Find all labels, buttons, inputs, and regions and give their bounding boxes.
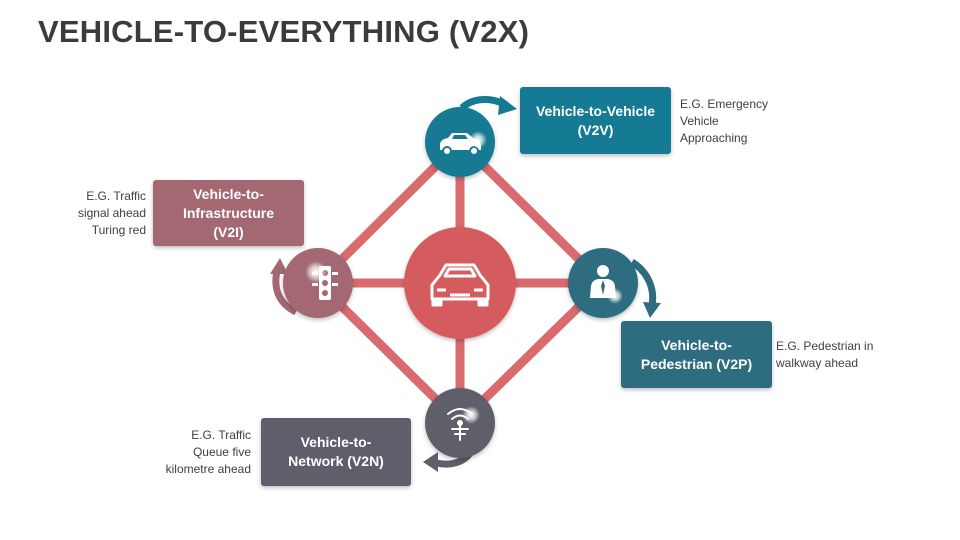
v2p-note: E.G. Pedestrian in walkway ahead (776, 338, 873, 372)
v2v-note: E.G. Emergency Vehicle Approaching (680, 96, 768, 147)
v2v-note-line2: Vehicle (680, 114, 719, 128)
v2n-label-box: Vehicle-to- Network (V2N) (261, 418, 411, 486)
v2n-note-line1: E.G. Traffic (191, 428, 251, 442)
v2p-label-line1: Vehicle-to- (661, 336, 732, 353)
person-icon (590, 265, 616, 298)
v2p-note-line1: E.G. Pedestrian in (776, 339, 874, 353)
v2v-note-line1: E.G. Emergency (680, 97, 769, 111)
v2v-node (425, 107, 495, 177)
v2n-label-line1: Vehicle-to- (300, 434, 372, 450)
v2n-note-line3: kilometre ahead (165, 462, 251, 476)
v2v-label-line2: (V2V) (577, 121, 614, 138)
arrow-v2p (629, 259, 657, 306)
arrow-v2i (272, 270, 298, 316)
v2p-label-box: Vehicle-to- Pedestrian (V2P) (621, 321, 772, 388)
v2n-label-line2: Network (V2N) (288, 453, 384, 469)
page-title: VEHICLE-TO-EVERYTHING (V2X) (38, 14, 530, 49)
v2n-node (425, 388, 495, 458)
v2p-note-line2: walkway ahead (776, 356, 859, 370)
v2p-node (568, 248, 638, 318)
v2v-label-box: Vehicle-to-Vehicle (V2V) (520, 87, 671, 154)
v2p-label-line2: Pedestrian (V2P) (640, 355, 753, 372)
v2v-note-line3: Approaching (680, 131, 748, 145)
v2i-note-line2: signal ahead (77, 206, 146, 220)
center-node (404, 227, 516, 339)
v2n-note-line2: Queue five (192, 445, 251, 459)
v2i-note-line3: Turing red (91, 223, 146, 237)
v2v-label-line1: Vehicle-to-Vehicle (535, 102, 656, 119)
v2i-label-box: Vehicle-to- Infrastructure (V2I) (153, 180, 304, 246)
arrow-v2v (459, 96, 506, 111)
v2i-node (283, 248, 353, 318)
v2i-label-line2: Infrastructure (182, 204, 275, 221)
v2i-note-line1: E.G. Traffic (86, 189, 146, 203)
v2i-note: E.G. Traffic signal ahead Turing red (78, 188, 146, 239)
v2n-note: E.G. Traffic Queue five kilometre ahead (166, 427, 251, 478)
v2i-label-line3: (V2I) (213, 223, 244, 240)
v2i-label-line1: Vehicle-to- (193, 185, 264, 202)
car-icon (430, 263, 490, 307)
